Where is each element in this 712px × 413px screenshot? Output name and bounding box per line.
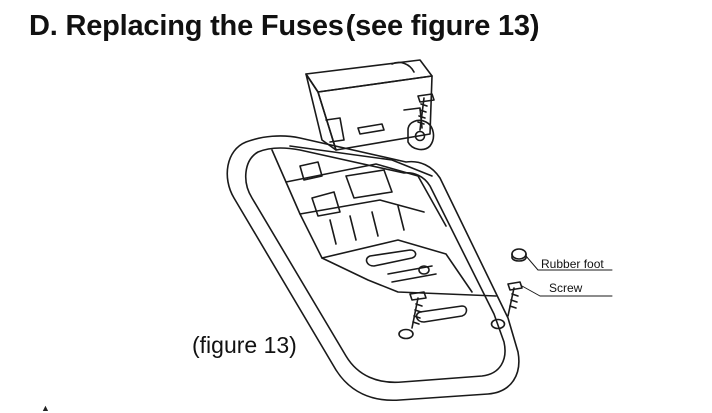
cover-tab-right	[403, 107, 423, 129]
section-title: D. Replacing the Fuses	[29, 10, 344, 42]
cover-side-face	[305, 73, 337, 151]
cover-top-face	[305, 59, 433, 93]
rubber-foot-side	[511, 253, 527, 262]
compartment-floor-edge	[285, 163, 447, 227]
cover-front-face	[317, 75, 433, 151]
rubber-foot-leader	[525, 255, 613, 271]
rib-lower	[311, 191, 341, 217]
foot-screw-right-thread	[509, 293, 519, 309]
cover-screw-head	[417, 93, 435, 103]
cover-screw-shaft	[419, 97, 425, 131]
section-figure-reference: (see figure 13)	[345, 10, 540, 42]
rubber-foot-part	[511, 248, 527, 260]
rubber-foot-label: Rubber foot	[541, 257, 604, 271]
cover-slot	[357, 123, 385, 135]
back-slot-bottom	[415, 305, 468, 323]
rib-post-mid	[349, 215, 357, 241]
foot-screw-right-head	[507, 281, 523, 291]
rib-post-far	[397, 205, 405, 231]
screw-hole-center	[418, 265, 430, 275]
meter-housing-outline	[226, 135, 520, 402]
screw-hole-left	[398, 328, 414, 340]
cover-lug-hole	[414, 130, 426, 142]
cover-tab-left	[325, 117, 345, 143]
figure-caption: (figure 13)	[192, 332, 297, 358]
cover-lug	[407, 119, 435, 151]
rib-post-left	[329, 219, 337, 245]
compartment-divider	[299, 199, 425, 215]
rib-center	[345, 169, 393, 199]
corner-tick-mark: ▲	[41, 403, 50, 413]
meter-housing-inner-rim	[245, 147, 506, 384]
cover-screw-thread	[417, 103, 428, 125]
compartment-back-wall	[289, 145, 433, 177]
cover-notch	[391, 61, 415, 73]
screw-hole-right	[490, 318, 506, 330]
compartment-ridge	[321, 239, 473, 293]
foot-screw-right-shaft	[507, 287, 515, 317]
foot-screw-left-shaft	[411, 297, 419, 329]
rib-post-right	[371, 211, 379, 237]
foot-screw-left-thread	[412, 303, 423, 325]
rib-upper	[299, 161, 323, 181]
back-slot-upper	[365, 249, 417, 267]
back-slot-lower-2	[391, 273, 437, 283]
screw-leader	[521, 285, 613, 297]
back-slot-lower	[387, 265, 433, 275]
foot-screw-left-head	[409, 291, 427, 301]
screw-label: Screw	[549, 281, 583, 295]
section-heading: D. Replacing the Fuses(see figure 13)	[29, 8, 540, 44]
